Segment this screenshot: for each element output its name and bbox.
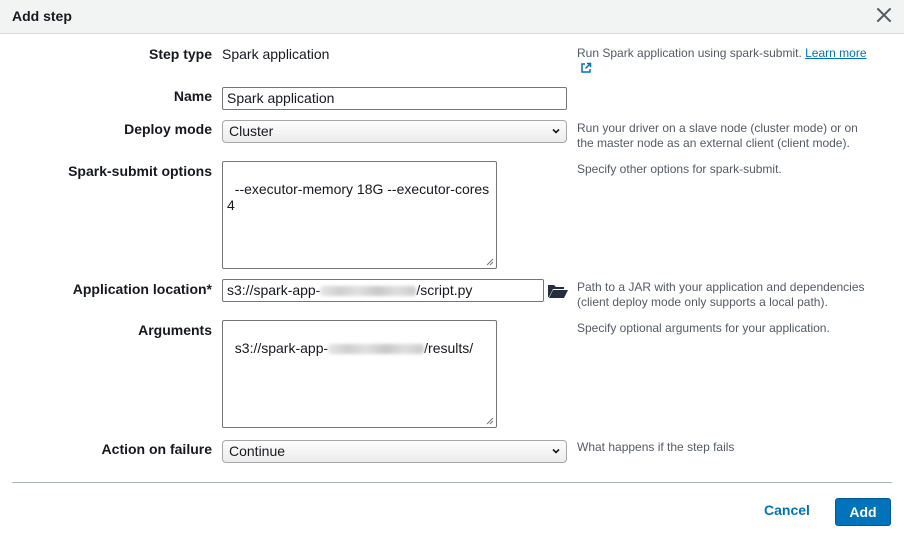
- resize-handle-icon[interactable]: [484, 415, 494, 425]
- step-type-help-text: Run Spark application using spark-submit…: [577, 46, 806, 60]
- resize-handle-icon[interactable]: [484, 256, 494, 266]
- dialog-header: Add step: [0, 0, 904, 34]
- chevron-down-icon: [552, 128, 560, 134]
- spark-submit-options-help: Specify other options for spark-submit.: [577, 162, 782, 176]
- folder-open-icon: [548, 285, 568, 298]
- dialog-title: Add step: [12, 8, 72, 24]
- action-on-failure-help: What happens if the step fails: [577, 440, 735, 454]
- step-type-help: Run Spark application using spark-submit…: [577, 46, 877, 78]
- arguments-help: Specify optional arguments for your appl…: [577, 321, 830, 335]
- cancel-button[interactable]: Cancel: [764, 502, 810, 518]
- close-button[interactable]: [874, 5, 894, 25]
- spark-submit-options-value: --executor-memory 18G --executor-cores 4: [227, 181, 494, 213]
- step-type-value: Spark application: [222, 46, 330, 62]
- external-link-icon: [580, 62, 592, 78]
- arguments-suffix: /results/: [424, 340, 474, 356]
- name-label: Name: [173, 88, 212, 104]
- application-location-input[interactable]: s3://spark-app- /script.py: [222, 279, 544, 302]
- application-location-prefix: s3://spark-app-: [227, 282, 321, 298]
- arguments-textarea[interactable]: s3://spark-app- /results/: [222, 320, 497, 428]
- close-icon: [877, 8, 891, 22]
- application-location-label: Application location*: [72, 281, 212, 297]
- learn-more-link[interactable]: Learn more: [805, 46, 867, 60]
- spark-submit-options-label: Spark-submit options: [68, 163, 212, 179]
- deploy-mode-label: Deploy mode: [124, 121, 212, 137]
- redacted-bucket-name: [320, 286, 417, 296]
- arguments-prefix: s3://spark-app-: [234, 340, 329, 356]
- browse-s3-button[interactable]: [547, 282, 569, 300]
- arguments-label: Arguments: [138, 322, 212, 338]
- redacted-bucket-name: [328, 344, 425, 354]
- step-type-label: Step type: [148, 46, 212, 62]
- deploy-mode-select[interactable]: Cluster: [222, 120, 567, 143]
- deploy-mode-selected: Cluster: [229, 123, 274, 139]
- footer-divider: [12, 482, 892, 483]
- application-location-help: Path to a JAR with your application and …: [577, 280, 865, 309]
- chevron-down-icon: [552, 448, 560, 454]
- deploy-mode-help: Run your driver on a slave node (cluster…: [577, 121, 858, 150]
- action-on-failure-label: Action on failure: [101, 441, 212, 457]
- name-input[interactable]: Spark application: [222, 87, 567, 110]
- spark-submit-options-textarea[interactable]: --executor-memory 18G --executor-cores 4: [222, 161, 497, 269]
- action-on-failure-selected: Continue: [229, 443, 286, 459]
- action-on-failure-select[interactable]: Continue: [222, 440, 567, 463]
- add-button[interactable]: Add: [835, 498, 891, 526]
- application-location-suffix: /script.py: [416, 282, 473, 298]
